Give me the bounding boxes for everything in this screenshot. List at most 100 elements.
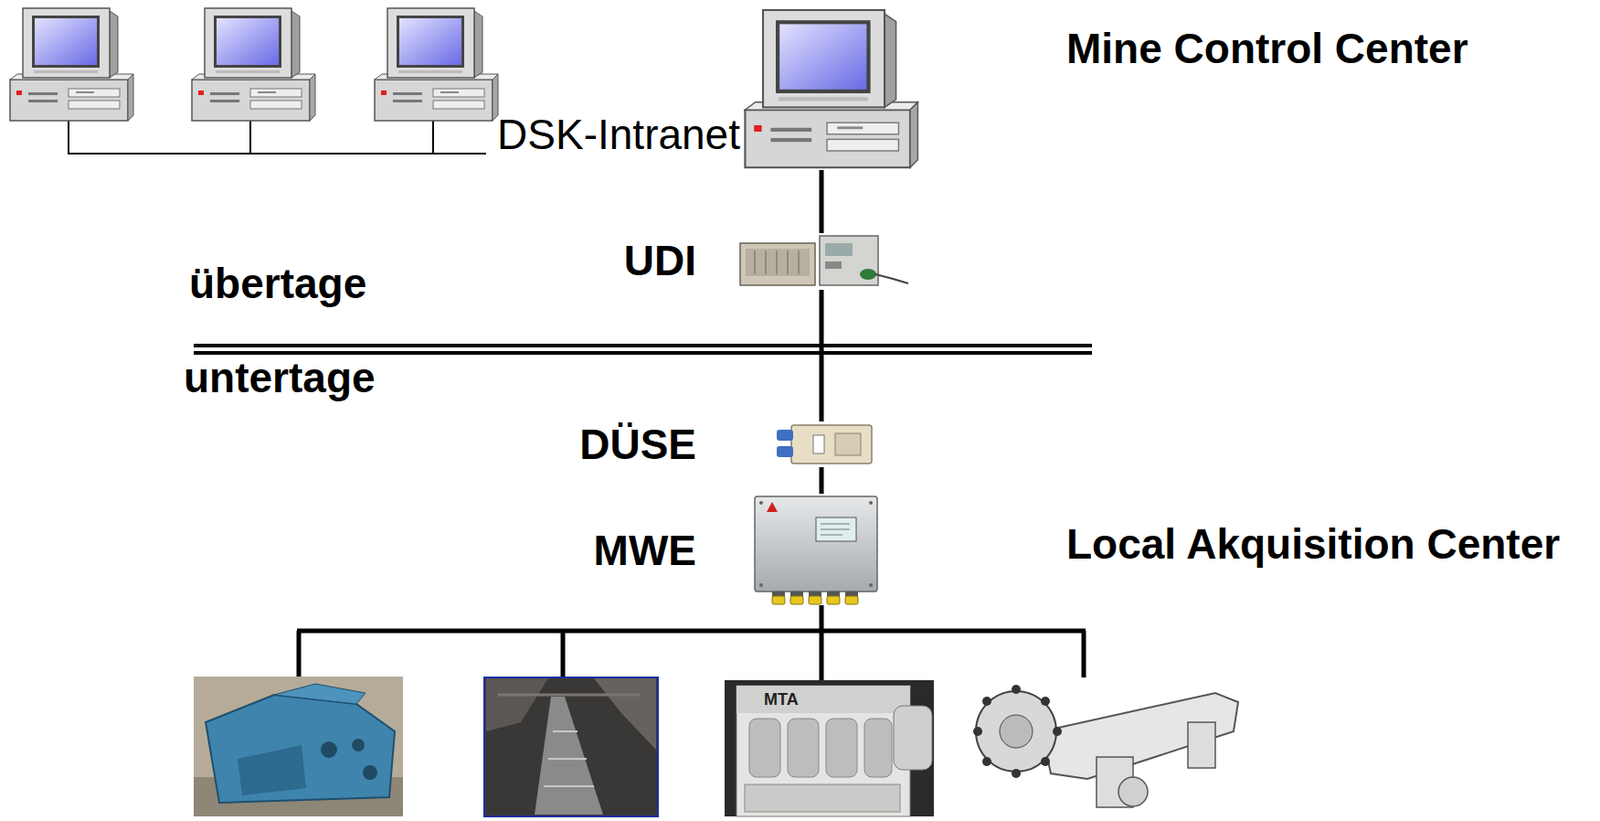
conveyor-photo xyxy=(552,730,578,732)
workstations xyxy=(10,8,134,121)
area-title: Mine Control Center xyxy=(1066,27,1469,70)
signal-line xyxy=(819,169,825,234)
duese-device xyxy=(813,434,825,454)
crusher-photo xyxy=(362,764,378,780)
udi-device xyxy=(776,250,778,275)
shearer-photo xyxy=(974,677,1240,816)
field-bus xyxy=(296,604,1086,680)
udi-device xyxy=(740,243,816,286)
conveyor-photo xyxy=(543,784,594,787)
server xyxy=(744,10,918,168)
udi-device xyxy=(819,235,879,286)
mwe-device xyxy=(820,529,850,530)
shearer-photo xyxy=(975,690,1057,772)
mta-machine-photo xyxy=(864,718,892,777)
shearer-photo xyxy=(999,714,1033,748)
mta-machine-photo xyxy=(749,718,781,777)
mta-machine-photo xyxy=(787,718,819,777)
field-bus xyxy=(296,628,1086,634)
shearer-photo xyxy=(1011,768,1021,778)
udi-device xyxy=(787,250,789,275)
shearer-photo xyxy=(973,726,983,736)
mta-machine-photo xyxy=(724,679,934,816)
mwe-device xyxy=(754,496,878,604)
zone-label-box: übertage xyxy=(189,262,367,305)
machine-brand-box: MTA xyxy=(763,690,799,708)
device-node: UDI xyxy=(618,233,912,290)
field-bus xyxy=(561,630,566,678)
mta-machine-photo xyxy=(744,784,901,812)
mwe-device xyxy=(772,595,785,604)
signal-line xyxy=(819,289,825,422)
mwe-device xyxy=(820,534,843,536)
workstations xyxy=(374,8,499,121)
shearer-photo xyxy=(1011,684,1021,694)
crusher-photo xyxy=(193,676,403,816)
crusher-photo xyxy=(205,694,395,803)
surface-boundary xyxy=(193,343,1092,355)
mwe-device xyxy=(868,500,873,505)
device-label: MWE xyxy=(593,529,697,572)
udi-device xyxy=(740,235,909,286)
crusher-photo xyxy=(237,744,307,795)
server xyxy=(744,10,918,168)
shearer-photo xyxy=(1040,696,1050,706)
device-node: DSK-Intranet xyxy=(491,8,915,170)
conveyor-photo xyxy=(484,677,658,816)
shearer-photo xyxy=(1187,721,1216,768)
mta-machine-photo xyxy=(893,705,933,770)
machine-brand: MTA xyxy=(763,690,799,708)
field-bus xyxy=(296,630,302,678)
mta-machine-photo xyxy=(724,679,934,816)
zone-label: übertage xyxy=(189,262,367,305)
crusher-photo xyxy=(351,738,365,752)
udi-device xyxy=(859,268,877,280)
conveyor-photo xyxy=(548,757,587,760)
device-node: MWE xyxy=(588,493,881,607)
duese-device xyxy=(776,429,794,441)
intranet-bus xyxy=(67,120,70,154)
intranet-bus xyxy=(67,152,487,155)
conveyor-photo xyxy=(484,677,658,816)
mwe-device xyxy=(815,517,857,541)
surface-boundary xyxy=(193,350,1092,355)
mta-machine-photo xyxy=(736,685,911,713)
mta-machine-photo xyxy=(736,685,911,816)
mwe-device xyxy=(790,595,804,604)
shearer-photo xyxy=(1118,776,1148,806)
area-title-box: Mine Control Center xyxy=(1066,27,1469,70)
udi-device xyxy=(754,250,756,275)
mta-machine-photo xyxy=(826,718,858,777)
surface-boundary xyxy=(193,343,1092,348)
mwe-device xyxy=(754,496,878,592)
conveyor-photo xyxy=(534,696,604,815)
mwe-device xyxy=(820,523,850,525)
field-bus xyxy=(1081,630,1087,678)
mwe-device xyxy=(759,500,763,505)
udi-device xyxy=(875,274,909,284)
field-bus xyxy=(819,630,825,680)
duese-device xyxy=(776,445,794,457)
shearer-photo xyxy=(973,677,1240,816)
signal-line xyxy=(819,466,825,494)
shearer-photo xyxy=(1041,692,1239,779)
crusher-photo xyxy=(193,676,403,816)
conveyor-photo xyxy=(498,693,640,697)
mwe-device xyxy=(759,582,763,587)
intranet-bus xyxy=(67,120,487,154)
duese-device xyxy=(776,424,872,464)
device-node: DÜSE xyxy=(573,421,877,467)
intranet-bus xyxy=(432,120,435,154)
intranet-bus xyxy=(249,120,252,154)
shearer-photo xyxy=(1052,726,1062,736)
workstations xyxy=(191,8,316,121)
area-title: Local Akquisition Center xyxy=(1066,522,1560,565)
zone-label-box: untertage xyxy=(183,356,376,399)
device-label: DÜSE xyxy=(579,423,697,466)
udi-device xyxy=(798,250,800,275)
mwe-device xyxy=(845,595,859,604)
mwe-device xyxy=(826,595,840,604)
